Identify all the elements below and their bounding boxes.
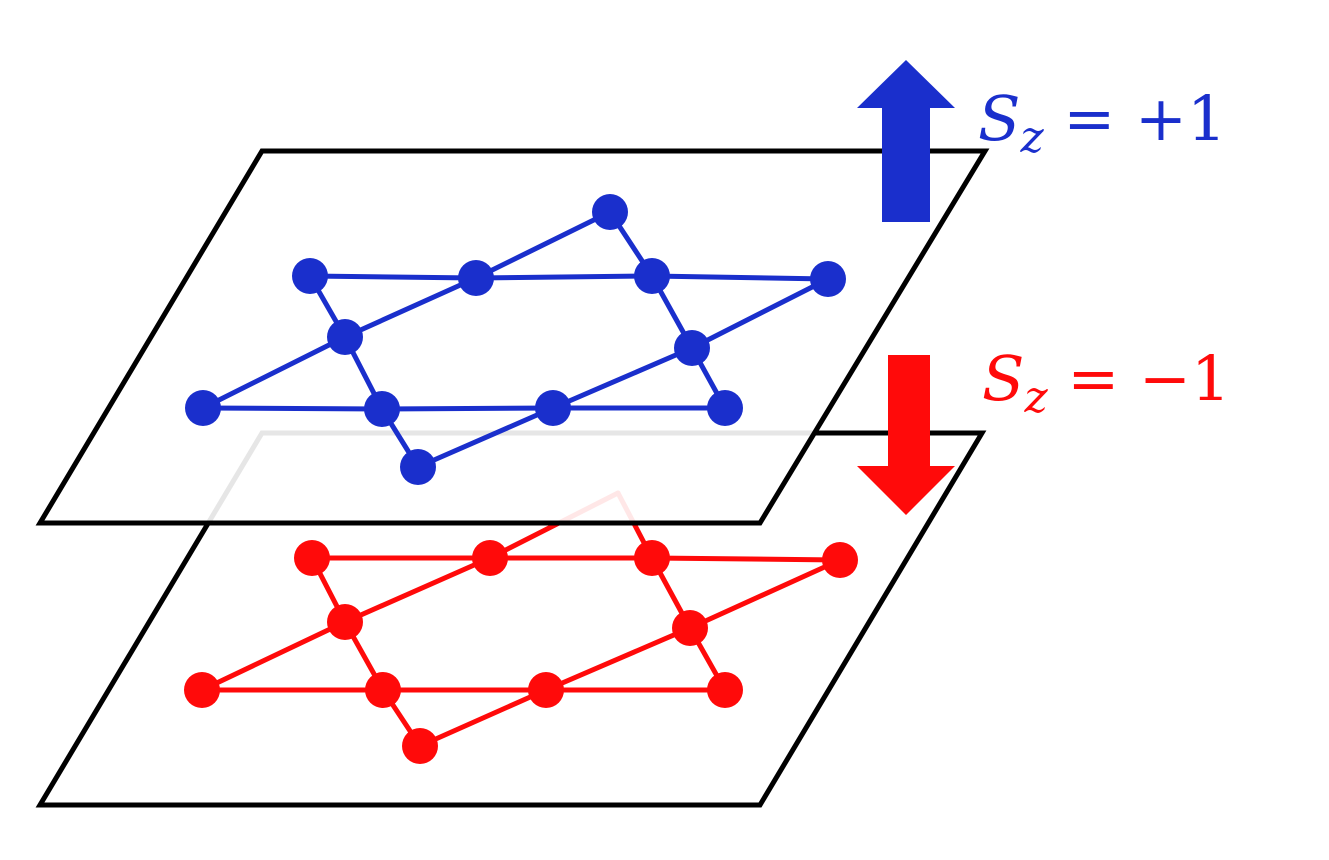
spin-up-value: = +1 — [1044, 82, 1227, 155]
lattice-bond — [200, 405, 385, 412]
lattice-bond — [415, 405, 556, 470]
lattice-site — [472, 540, 508, 576]
lattice-bond — [342, 555, 493, 625]
spin-up-label: Sz = +1 — [978, 82, 1226, 163]
lattice-site — [535, 390, 571, 426]
spin-up-kagome-lattice — [185, 194, 846, 485]
lattice-site — [458, 260, 494, 296]
lattice-bond — [649, 273, 831, 282]
lattice-bond — [379, 405, 556, 412]
lattice-site — [365, 672, 401, 708]
lattice-site — [707, 390, 743, 426]
lattice-bond — [342, 275, 479, 340]
spin-down-label: Sz = −1 — [982, 342, 1230, 423]
lattice-site — [707, 672, 743, 708]
spin-down-value: = −1 — [1048, 342, 1231, 415]
lattice-bond — [687, 557, 843, 631]
spin-down-subscript: z — [1023, 372, 1048, 423]
spin-up-symbol: S — [978, 82, 1020, 155]
arrow-down-icon — [857, 355, 955, 515]
lattice-site — [674, 330, 710, 366]
lattice-site — [292, 258, 328, 294]
lattice-bond — [307, 273, 479, 281]
spin-up-plane — [35, 148, 990, 526]
lattice-site — [528, 672, 564, 708]
lattice-site — [592, 194, 628, 230]
lattice-site — [327, 604, 363, 640]
lattice-site — [810, 261, 846, 297]
lattice-bond — [543, 625, 693, 693]
lattice-bond — [473, 273, 655, 281]
lattice-site — [185, 390, 221, 426]
lattice-site — [327, 319, 363, 355]
lattice-site — [294, 540, 330, 576]
lattice-site — [400, 449, 436, 485]
lattice-bond — [550, 345, 695, 411]
spin-down-symbol: S — [982, 342, 1024, 415]
lattice-bond — [199, 619, 348, 693]
lattice-site — [822, 542, 858, 578]
arrow-up-icon — [857, 60, 955, 222]
lattice-bond — [649, 555, 843, 563]
lattice-site — [364, 391, 400, 427]
lattice-site — [634, 258, 670, 294]
lattice-site — [184, 672, 220, 708]
lattice-bond — [473, 209, 613, 281]
lattice-bond — [200, 334, 348, 411]
lattice-bond — [417, 687, 549, 749]
lattice-site — [402, 728, 438, 764]
lattice-site — [634, 540, 670, 576]
lattice-bond — [689, 276, 831, 351]
spin-up-layer — [35, 148, 990, 526]
spin-up-subscript: z — [1019, 112, 1044, 163]
lattice-site — [672, 610, 708, 646]
